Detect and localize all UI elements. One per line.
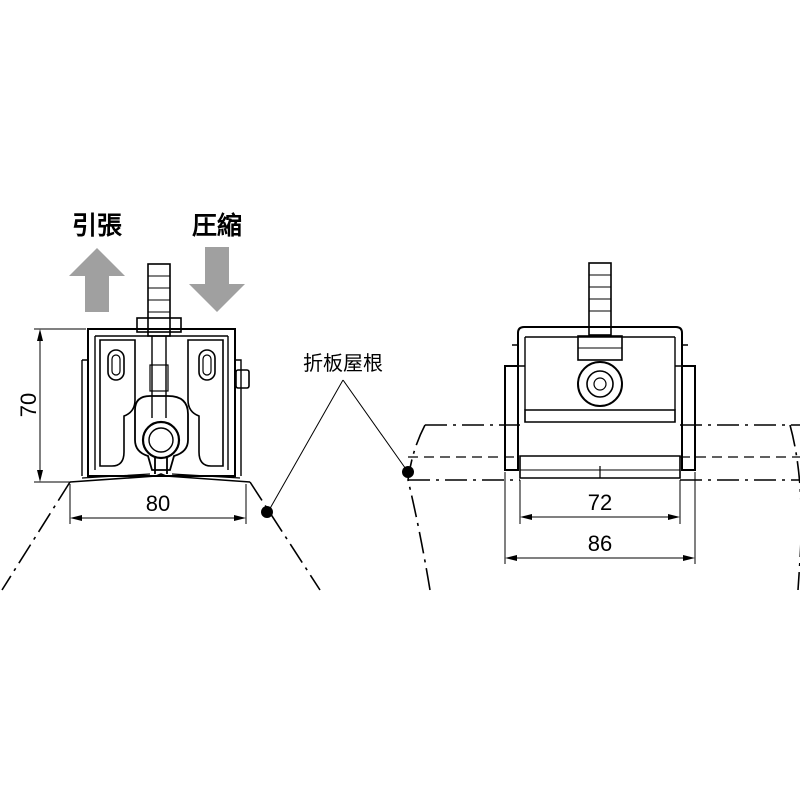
bracket-front-view: [504, 262, 696, 479]
dimension-width-72: [519, 480, 681, 524]
compression-arrow-icon: [189, 247, 245, 312]
compression-label: 圧縮: [192, 211, 242, 240]
dimension-label-86: 86: [588, 531, 612, 556]
roof-seam: [407, 424, 800, 591]
bracket-side-view: [69, 263, 251, 483]
roof-line-left: [1, 481, 321, 591]
leader-dot-left-icon: [261, 506, 273, 518]
roof-label: 折板屋根: [303, 351, 383, 375]
tension-arrow-icon: [69, 248, 125, 312]
dimension-label-70: 70: [16, 393, 41, 417]
dimension-label-80: 80: [146, 491, 170, 516]
dimension-height-70: [34, 328, 86, 483]
dimension-width-86: [504, 472, 696, 564]
tension-label: 引張: [72, 211, 123, 240]
leader-dot-right-icon: [402, 466, 414, 478]
roof-label-leader: [267, 379, 409, 513]
dimension-label-72: 72: [588, 490, 612, 515]
dimension-width-80: [69, 484, 247, 524]
